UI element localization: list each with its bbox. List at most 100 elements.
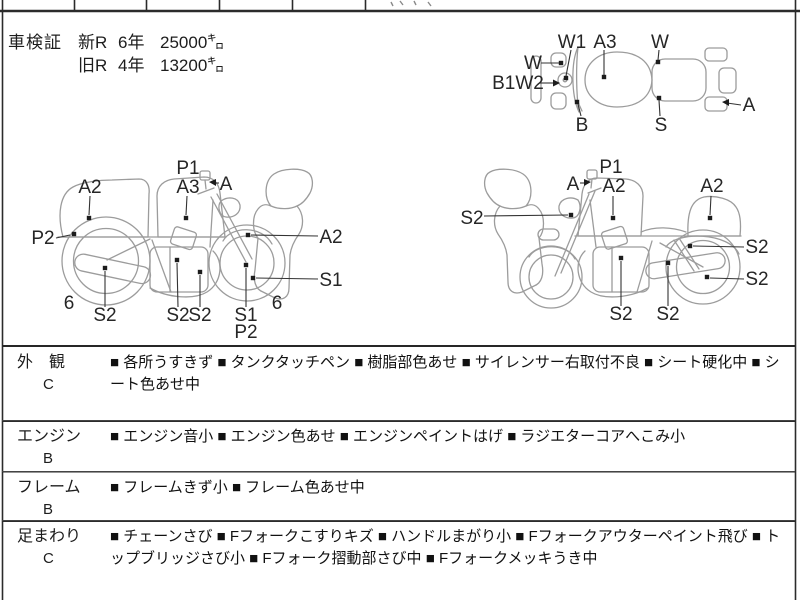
- registration-mileage: 13200㌔: [160, 56, 225, 75]
- fuel-tank: [584, 51, 653, 108]
- fork-line-2: [216, 193, 253, 260]
- diagram-label-a3: A3: [176, 177, 199, 198]
- headlight: [218, 197, 241, 218]
- rear-wheel: [665, 229, 741, 305]
- fuel-tank: [156, 176, 226, 238]
- section-name: エンジン: [17, 428, 82, 445]
- registration-era: 旧R: [78, 56, 108, 75]
- diagram-label-s1: S1: [234, 305, 257, 326]
- section-grade: B: [43, 450, 54, 467]
- exhaust-pipe: [577, 250, 649, 298]
- registration-rows: 新R 6年 25000㌔旧R 4年 13200㌔: [78, 31, 224, 77]
- diagram-label-s2: S2: [745, 269, 768, 290]
- mirror: [199, 170, 211, 181]
- section-label: フレーム B: [2, 472, 108, 520]
- diagram-label-a3: A3: [593, 32, 616, 53]
- front-tire-inner: [528, 254, 574, 300]
- carburetor: [169, 226, 198, 251]
- fuel-tank: [577, 177, 644, 237]
- rear-fender: [718, 67, 737, 94]
- front-cowl-part: [483, 168, 545, 294]
- motorcycle-side-right: [483, 168, 742, 309]
- diagram-label-b: B: [576, 115, 589, 136]
- swingarm: [106, 238, 151, 261]
- motorcycle-side-left-leaders: [55, 179, 319, 308]
- diagram-label-s2: S2: [188, 305, 211, 326]
- motorcycle-top-view: [530, 46, 737, 113]
- rear-tire-inner: [675, 239, 731, 295]
- inspection-table-rules: [2, 420, 796, 523]
- section-name: フレーム: [17, 479, 81, 496]
- grab-rail-left: [704, 47, 728, 62]
- mirror-stem: [590, 178, 593, 189]
- registration-era: 新R: [78, 33, 108, 52]
- diagram-label-b1w2: B1W2: [492, 73, 544, 94]
- grab-rail-right: [704, 96, 728, 112]
- windscreen: [572, 46, 580, 113]
- diagram-label-s2: S2: [460, 208, 483, 229]
- diagram-label-p2: P2: [234, 322, 257, 343]
- tail-cowl: [687, 195, 742, 237]
- diagram-label-6: 6: [272, 293, 283, 314]
- rear-shock-2: [678, 237, 700, 270]
- section-grade: B: [43, 501, 54, 518]
- section-items: ■ エンジン音小 ■ エンジン色あせ ■ エンジンペイントはげ ■ ラジエターコ…: [110, 428, 686, 445]
- front-wheel: [208, 224, 286, 302]
- section-label: 足まわり C: [2, 521, 108, 600]
- front-cowl-seam: [499, 205, 527, 210]
- front-cowl-seam: [270, 205, 298, 210]
- registration-year: 4年: [118, 56, 145, 75]
- diagram-label-6: 6: [64, 293, 75, 314]
- diagram-label-p2: P2: [31, 228, 54, 249]
- frame-tube: [636, 240, 653, 293]
- fork-line-1: [210, 196, 247, 263]
- section-grade: C: [43, 550, 54, 567]
- section-label: 外 観 C: [2, 347, 108, 420]
- registration-year: 6年: [118, 33, 145, 52]
- diagram-label-s2: S2: [656, 304, 679, 325]
- registration-row-2: 旧R 4年 13200㌔: [78, 54, 224, 77]
- rear-tire-inner: [72, 227, 140, 295]
- registration-row-1: 新R 6年 25000㌔: [78, 31, 224, 54]
- swingarm: [659, 242, 704, 268]
- top-table-text-remnant: [390, 0, 432, 7]
- diagram-label-a2: A2: [700, 176, 723, 197]
- motorcycle-side-left: [57, 168, 314, 306]
- handlebar: [587, 187, 602, 194]
- section-items: ■ チェーンさび ■ Fフォークこすりキズ ■ ハンドルまがり小 ■ Fフォーク…: [110, 528, 781, 567]
- diagram-label-s1: S1: [319, 270, 342, 291]
- motorcycle-top-view-leaders: [540, 49, 742, 117]
- diagram-label-p1: P1: [599, 157, 622, 178]
- carburetor: [600, 225, 629, 250]
- inspection-row-2: エンジン B ■ エンジン音小 ■ エンジン色あせ ■ エンジンペイントはげ ■ ラ…: [2, 421, 795, 472]
- registration-title: 車検証: [8, 33, 62, 52]
- tail-cowl: [59, 178, 150, 238]
- section-name: 足まわり: [17, 528, 82, 545]
- grip-left: [550, 52, 567, 68]
- rear-fender: [665, 235, 740, 255]
- diagram-label-a2: A2: [602, 176, 625, 197]
- down-tube: [209, 199, 214, 248]
- inspection-row-4: 足まわり C ■ チェーンさび ■ Fフォークこすりキズ ■ ハンドルまがり小 ■ …: [2, 521, 795, 600]
- top-table-remnant: [73, 0, 432, 11]
- section-name: 外 観: [17, 354, 66, 371]
- front-fender: [222, 229, 273, 245]
- front-fender: [528, 246, 576, 260]
- registration-mileage: 25000㌔: [160, 33, 225, 52]
- section-grade: C: [43, 376, 54, 393]
- diagram-label-s2: S2: [93, 305, 116, 326]
- diagram-label-w: W: [524, 53, 542, 74]
- diagram-label-a: A: [743, 95, 756, 116]
- diagram-label-s2: S2: [166, 305, 189, 326]
- diagram-label-s2: S2: [609, 304, 632, 325]
- muffler: [74, 253, 152, 285]
- fork-line-1: [554, 193, 590, 277]
- down-tube: [589, 199, 597, 248]
